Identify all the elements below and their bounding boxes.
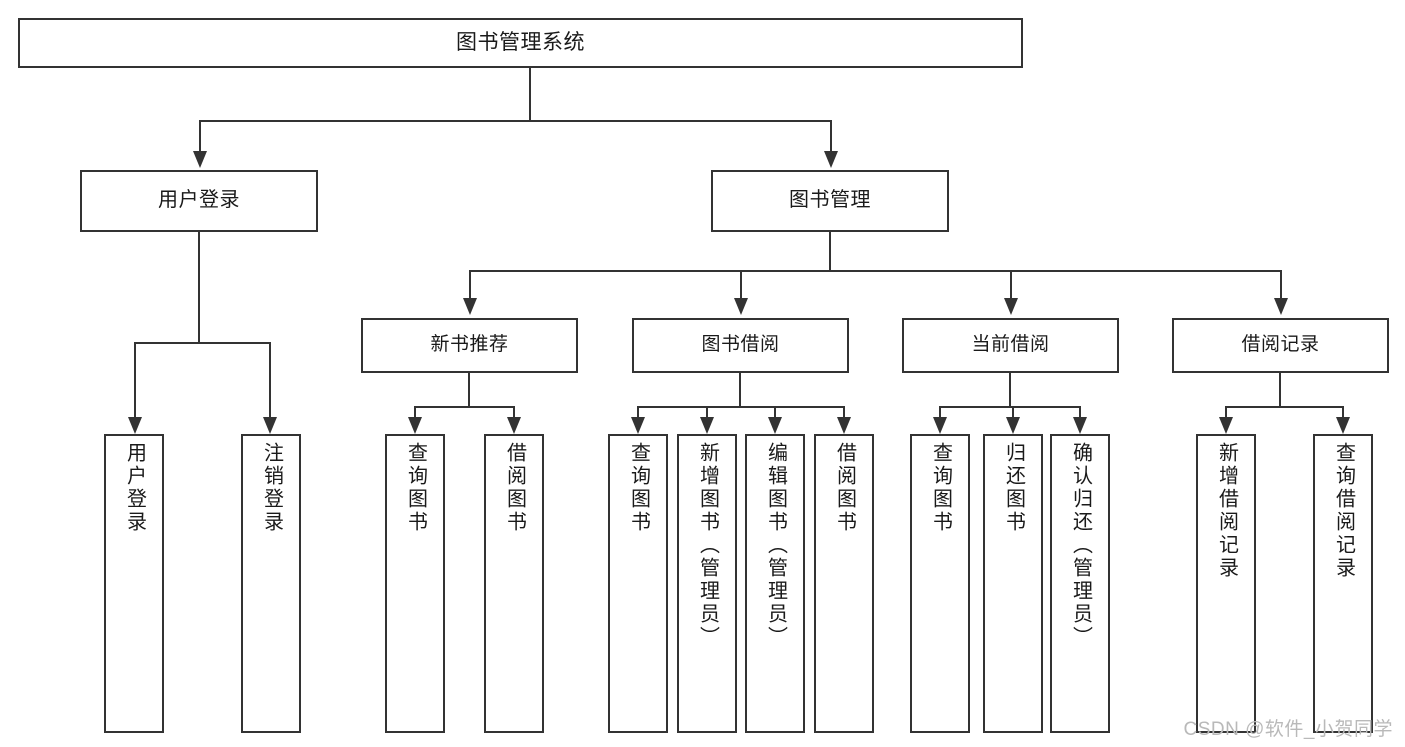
node-label: 查询图书: [929, 442, 952, 534]
arrow-to-book-borrow: [734, 298, 748, 315]
connector-bookborrow-drop-1: [637, 406, 639, 417]
node-label: 查询借阅记录: [1332, 442, 1355, 580]
connector-bookmgmt-stem: [829, 232, 831, 270]
arrow-to-borrow-add-book: [700, 417, 714, 434]
node-book-management[interactable]: 图书管理: [711, 170, 949, 232]
connector-bookmgmt-drop-4: [1280, 270, 1282, 298]
connector-userlogin-drop-1: [134, 342, 136, 417]
node-label: 新增借阅记录: [1215, 442, 1238, 580]
connector-bookmgmt-bus: [469, 270, 1281, 272]
connector-borrowrecord-bus: [1225, 406, 1343, 408]
connector-bookborrow-drop-4: [843, 406, 845, 417]
connector-root-stem: [529, 68, 531, 120]
node-label: 借阅记录: [1241, 334, 1320, 356]
arrow-to-borrow-borrow-book: [837, 417, 851, 434]
connector-borrowrecord-drop-2: [1342, 406, 1344, 417]
connector-borrowrecord-stem: [1279, 373, 1281, 406]
arrow-to-newbook-borrow-book: [507, 417, 521, 434]
leaf-user-logout[interactable]: 注销登录: [241, 434, 301, 733]
connector-bookmgmt-drop-1: [469, 270, 471, 298]
node-label: 图书管理: [789, 189, 871, 212]
node-label: 查询图书: [627, 442, 650, 534]
leaf-newbook-query-book[interactable]: 查询图书: [385, 434, 445, 733]
arrow-to-current-query-book: [933, 417, 947, 434]
connector-bookborrow-stem: [739, 373, 741, 406]
node-label: 归还图书: [1002, 442, 1025, 534]
node-label: 用户登录: [123, 442, 146, 534]
node-label: 编辑图书（管理员）: [764, 442, 787, 649]
node-label: 图书管理系统: [456, 30, 585, 54]
connector-bookborrow-drop-2: [706, 406, 708, 417]
connector-userlogin-stem: [198, 232, 200, 342]
arrow-to-borrow-edit-book: [768, 417, 782, 434]
csdn-watermark: CSDN @软件_小贺同学: [1183, 719, 1393, 740]
arrow-to-current-confirm-return: [1073, 417, 1087, 434]
connector-bookborrow-drop-3: [774, 406, 776, 417]
arrow-to-borrow-record: [1274, 298, 1288, 315]
node-label: 新增图书（管理员）: [696, 442, 719, 649]
node-label: 确认归还（管理员）: [1069, 442, 1092, 649]
node-borrow-record[interactable]: 借阅记录: [1172, 318, 1389, 373]
leaf-record-add-record[interactable]: 新增借阅记录: [1196, 434, 1256, 733]
arrow-to-record-query-record: [1336, 417, 1350, 434]
connector-root-bus: [199, 120, 831, 122]
connector-bookmgmt-drop-3: [1010, 270, 1012, 298]
node-root-system[interactable]: 图书管理系统: [18, 18, 1023, 68]
connector-newbook-drop-1: [414, 406, 416, 417]
arrow-to-book-management: [824, 151, 838, 168]
leaf-record-query-record[interactable]: 查询借阅记录: [1313, 434, 1373, 733]
node-label: 新书推荐: [430, 334, 509, 356]
connector-newbook-bus: [414, 406, 515, 408]
connector-bookborrow-bus: [637, 406, 844, 408]
connector-currentborrow-drop-2: [1012, 406, 1014, 417]
arrow-to-leaf-user-login: [128, 417, 142, 434]
node-label: 借阅图书: [503, 442, 526, 534]
arrow-to-record-add-record: [1219, 417, 1233, 434]
arrow-to-user-login: [193, 151, 207, 168]
leaf-current-confirm-return-admin[interactable]: 确认归还（管理员）: [1050, 434, 1110, 733]
leaf-borrow-add-book-admin[interactable]: 新增图书（管理员）: [677, 434, 737, 733]
node-current-borrow[interactable]: 当前借阅: [902, 318, 1119, 373]
connector-newbook-drop-2: [513, 406, 515, 417]
leaf-newbook-borrow-book[interactable]: 借阅图书: [484, 434, 544, 733]
connector-root-drop-book: [830, 120, 832, 151]
leaf-current-query-book[interactable]: 查询图书: [910, 434, 970, 733]
connector-currentborrow-drop-1: [939, 406, 941, 417]
connector-currentborrow-bus: [939, 406, 1080, 408]
node-label: 注销登录: [260, 442, 283, 534]
arrow-to-borrow-query-book: [631, 417, 645, 434]
connector-userlogin-bus: [134, 342, 270, 344]
node-user-login[interactable]: 用户登录: [80, 170, 318, 232]
leaf-borrow-query-book[interactable]: 查询图书: [608, 434, 668, 733]
connector-bookmgmt-drop-2: [740, 270, 742, 298]
connector-newbook-stem: [468, 373, 470, 406]
node-label: 借阅图书: [833, 442, 856, 534]
node-new-book-recommend[interactable]: 新书推荐: [361, 318, 578, 373]
connector-borrowrecord-drop-1: [1225, 406, 1227, 417]
leaf-user-login[interactable]: 用户登录: [104, 434, 164, 733]
leaf-current-return-book[interactable]: 归还图书: [983, 434, 1043, 733]
arrow-to-current-borrow: [1004, 298, 1018, 315]
node-label: 查询图书: [404, 442, 427, 534]
arrow-to-current-return-book: [1006, 417, 1020, 434]
leaf-borrow-edit-book-admin[interactable]: 编辑图书（管理员）: [745, 434, 805, 733]
connector-root-drop-user: [199, 120, 201, 151]
arrow-to-leaf-user-logout: [263, 417, 277, 434]
node-label: 当前借阅: [971, 334, 1050, 356]
leaf-borrow-borrow-book[interactable]: 借阅图书: [814, 434, 874, 733]
arrow-to-newbook-query-book: [408, 417, 422, 434]
node-label: 图书借阅: [701, 334, 780, 356]
node-book-borrow[interactable]: 图书借阅: [632, 318, 849, 373]
connector-currentborrow-stem: [1009, 373, 1011, 406]
connector-userlogin-drop-2: [269, 342, 271, 417]
connector-currentborrow-drop-3: [1079, 406, 1081, 417]
node-label: 用户登录: [158, 189, 240, 212]
arrow-to-new-book-recommend: [463, 298, 477, 315]
